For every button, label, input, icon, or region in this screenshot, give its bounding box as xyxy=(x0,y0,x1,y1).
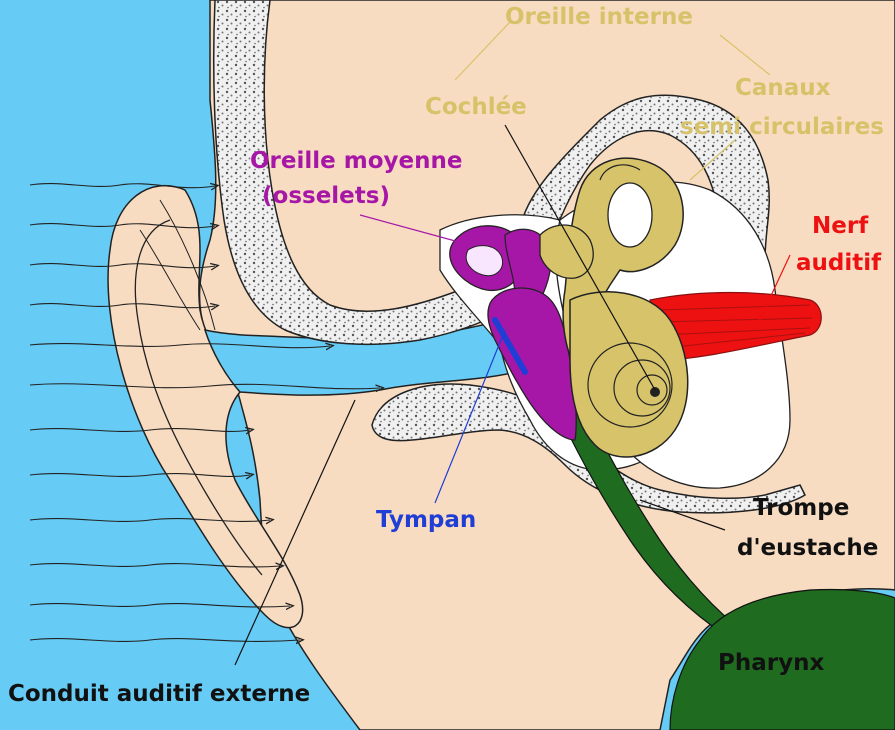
label-canaux-line1: Canaux xyxy=(735,75,831,101)
label-canaux-line2: semi circulaires xyxy=(680,114,884,140)
label-trompe-line2: d'eustache xyxy=(737,535,878,561)
label-cochlee: Cochlée xyxy=(425,94,527,120)
label-oreille-moyenne-line2: (osselets) xyxy=(262,183,390,209)
label-trompe-line1: Trompe xyxy=(753,495,849,521)
label-oreille-interne: Oreille interne xyxy=(505,4,693,30)
label-oreille-moyenne-line1: Oreille moyenne xyxy=(250,148,462,174)
label-conduit-auditif-externe: Conduit auditif externe xyxy=(8,681,310,707)
label-tympan: Tympan xyxy=(376,507,476,533)
label-nerf-line2: auditif xyxy=(796,250,881,276)
label-pharynx: Pharynx xyxy=(718,650,824,676)
label-nerf-line1: Nerf xyxy=(812,213,868,239)
